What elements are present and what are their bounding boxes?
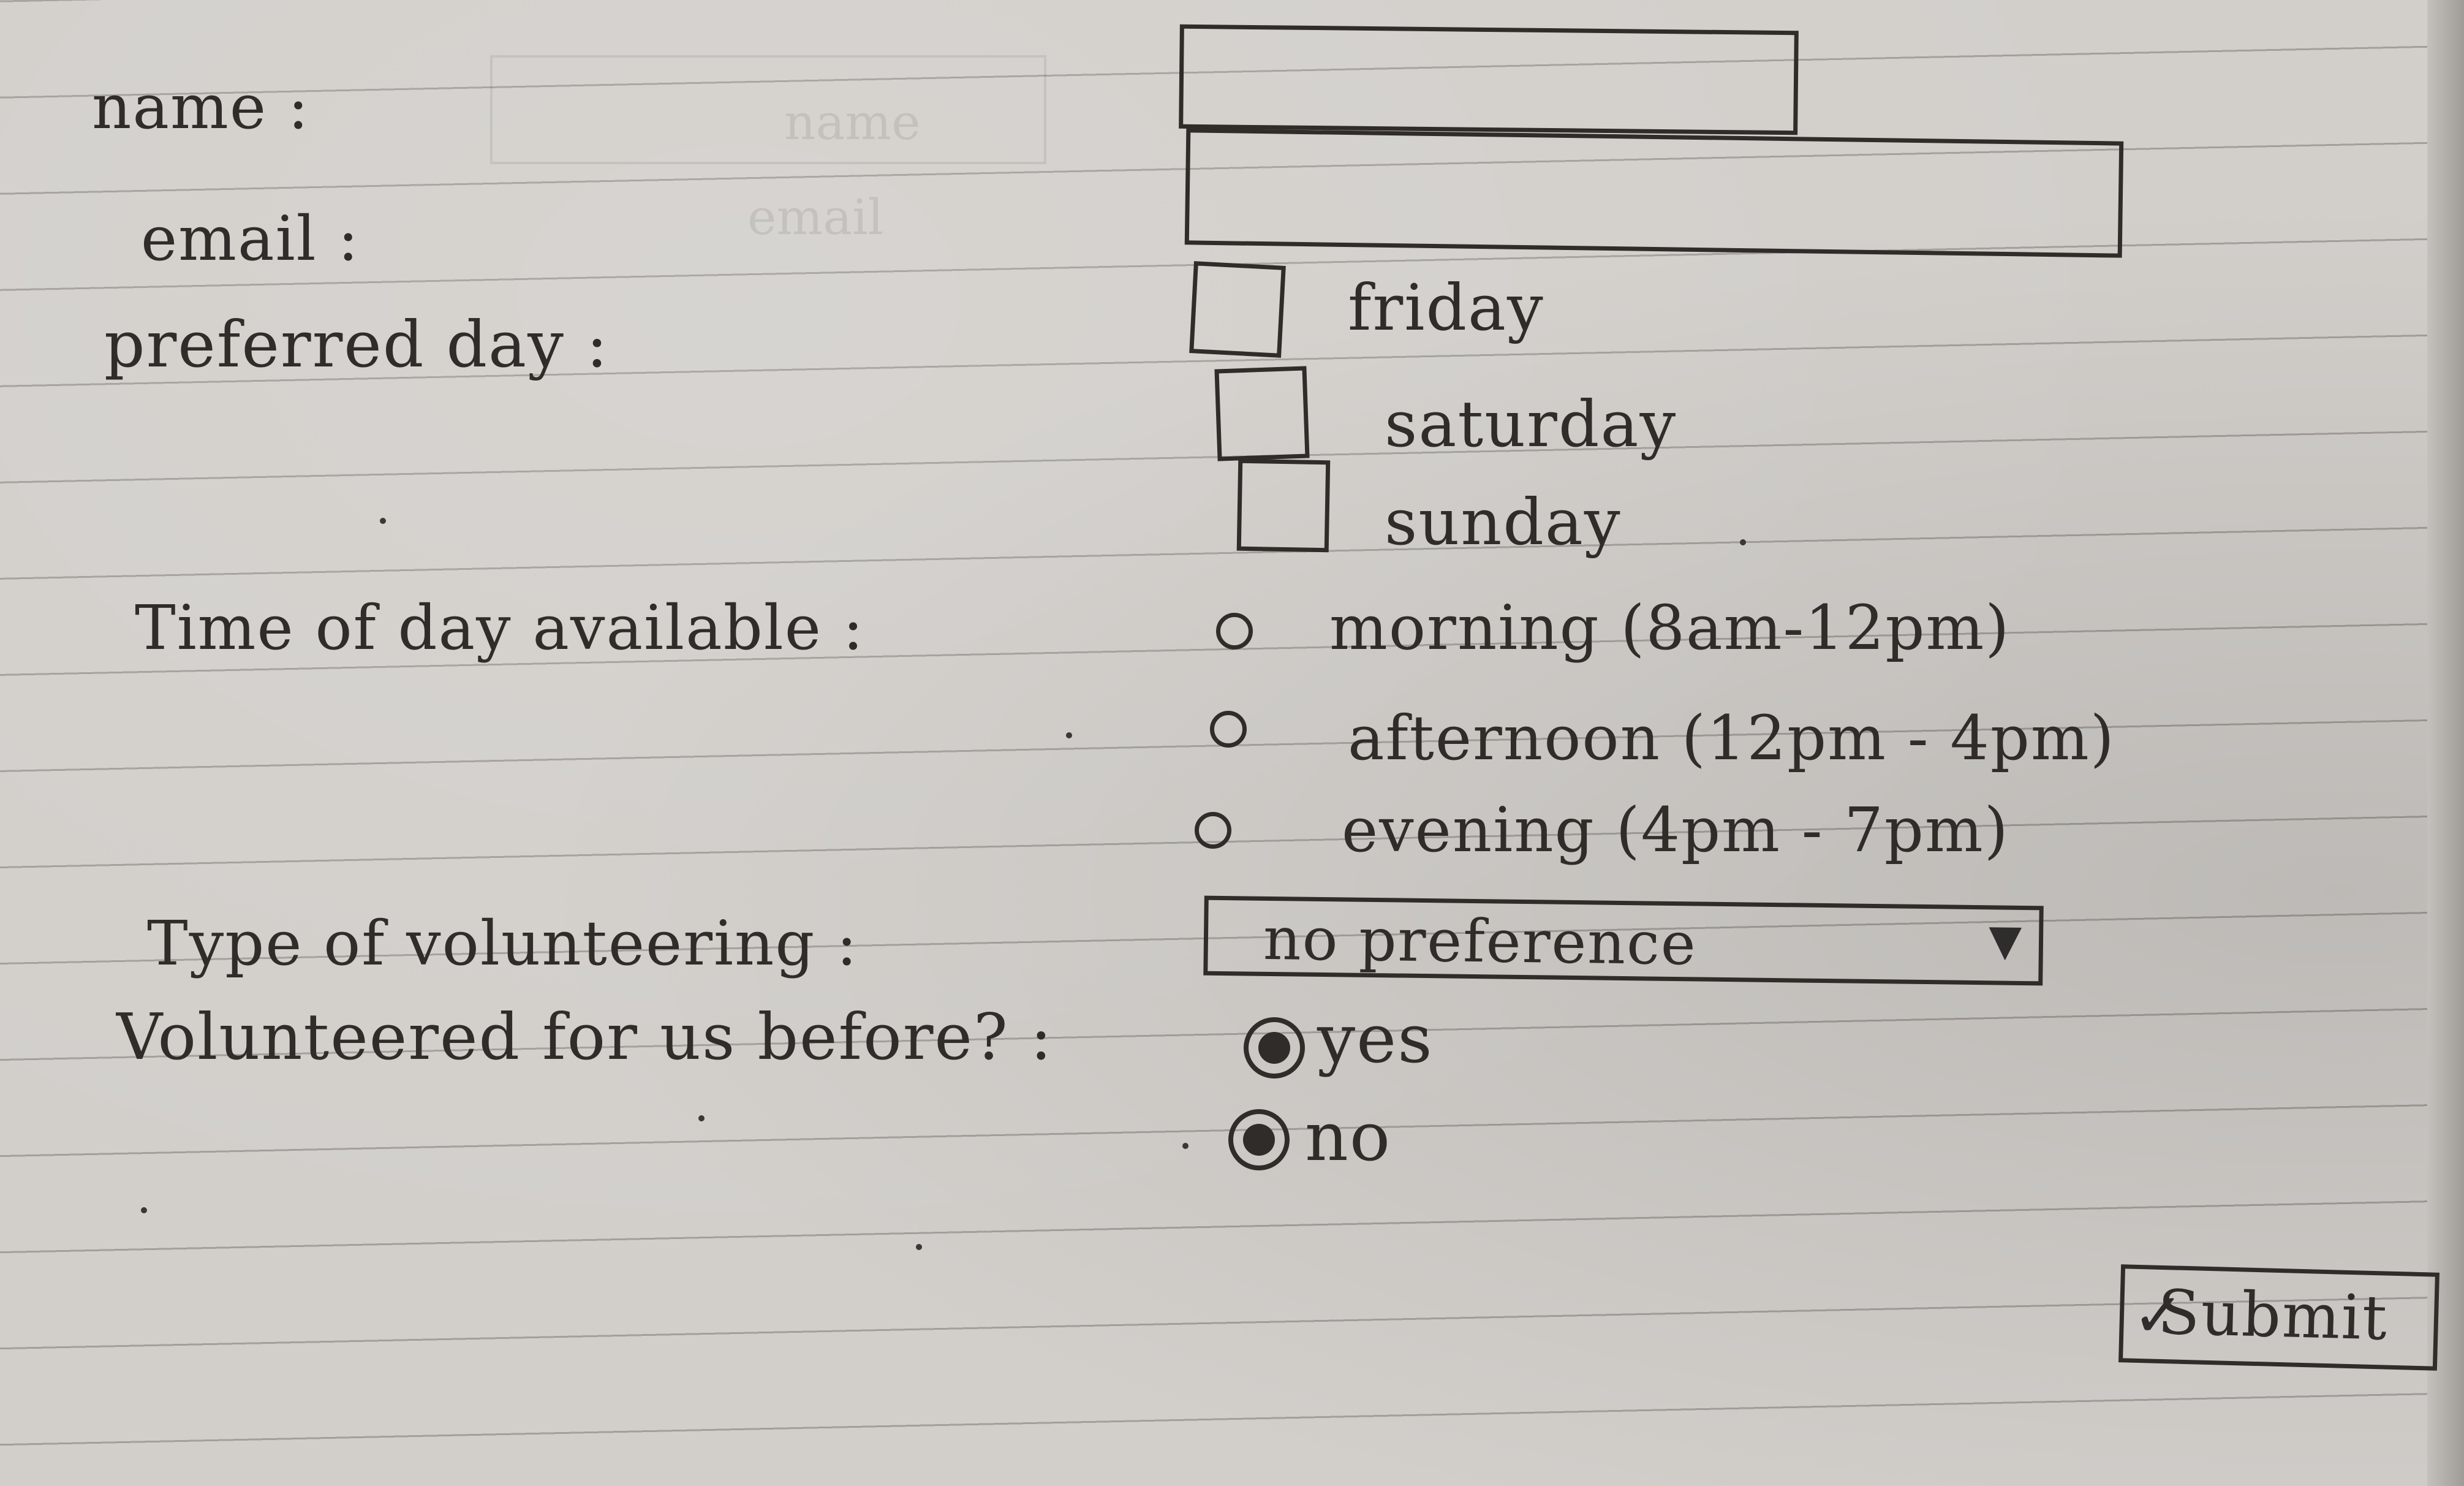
email-input[interactable]: [1184, 128, 2124, 258]
pencil-dot: [1740, 539, 1746, 545]
no-label: no: [1305, 1097, 1392, 1176]
volunteering-type-value: no preference: [1263, 904, 1698, 979]
email-placeholder: email: [747, 189, 884, 246]
preferred-day-label: preferred day :: [104, 307, 609, 382]
page-edge: [2427, 0, 2464, 1486]
pencil-dot: [1066, 732, 1072, 738]
name-placeholder: name: [784, 94, 921, 151]
sunday-label: sunday: [1385, 485, 1622, 559]
evening-radio[interactable]: [1195, 812, 1231, 849]
pencil-dot: [380, 518, 386, 524]
pencil-dot: [1182, 1143, 1189, 1149]
submit-label: Submit: [2156, 1276, 2389, 1354]
afternoon-label: afternoon (12pm - 4pm): [1348, 702, 2115, 774]
name-label: name :: [92, 71, 310, 143]
name-input[interactable]: [1179, 24, 1799, 135]
ghost-field-box: [490, 55, 1046, 164]
afternoon-radio[interactable]: [1210, 711, 1247, 748]
saturday-label: saturday: [1385, 387, 1677, 461]
email-label: email :: [141, 203, 360, 275]
morning-radio[interactable]: [1216, 613, 1253, 650]
saturday-checkbox[interactable]: [1214, 366, 1310, 461]
pencil-dot: [916, 1244, 922, 1250]
volunteering-type-select[interactable]: no preference ▼: [1203, 895, 2044, 986]
pencil-dot: [141, 1207, 147, 1213]
no-radio[interactable]: [1228, 1109, 1290, 1170]
volunteered-before-label: Volunteered for us before? :: [116, 999, 1053, 1074]
pencil-dot: [698, 1115, 705, 1121]
sunday-checkbox[interactable]: [1236, 458, 1331, 553]
time-of-day-label: Time of day available :: [135, 592, 865, 664]
morning-label: morning (8am-12pm): [1329, 592, 2011, 664]
yes-radio[interactable]: [1244, 1017, 1305, 1078]
volunteering-type-label: Type of volunteering :: [147, 908, 858, 979]
friday-checkbox[interactable]: [1189, 261, 1286, 358]
friday-label: friday: [1348, 270, 1544, 345]
yes-label: yes: [1317, 999, 1434, 1078]
evening-label: evening (4pm - 7pm): [1342, 794, 2009, 866]
submit-button[interactable]: ✓ Submit: [2118, 1264, 2440, 1371]
chevron-down-icon: ▼: [1988, 915, 2022, 966]
